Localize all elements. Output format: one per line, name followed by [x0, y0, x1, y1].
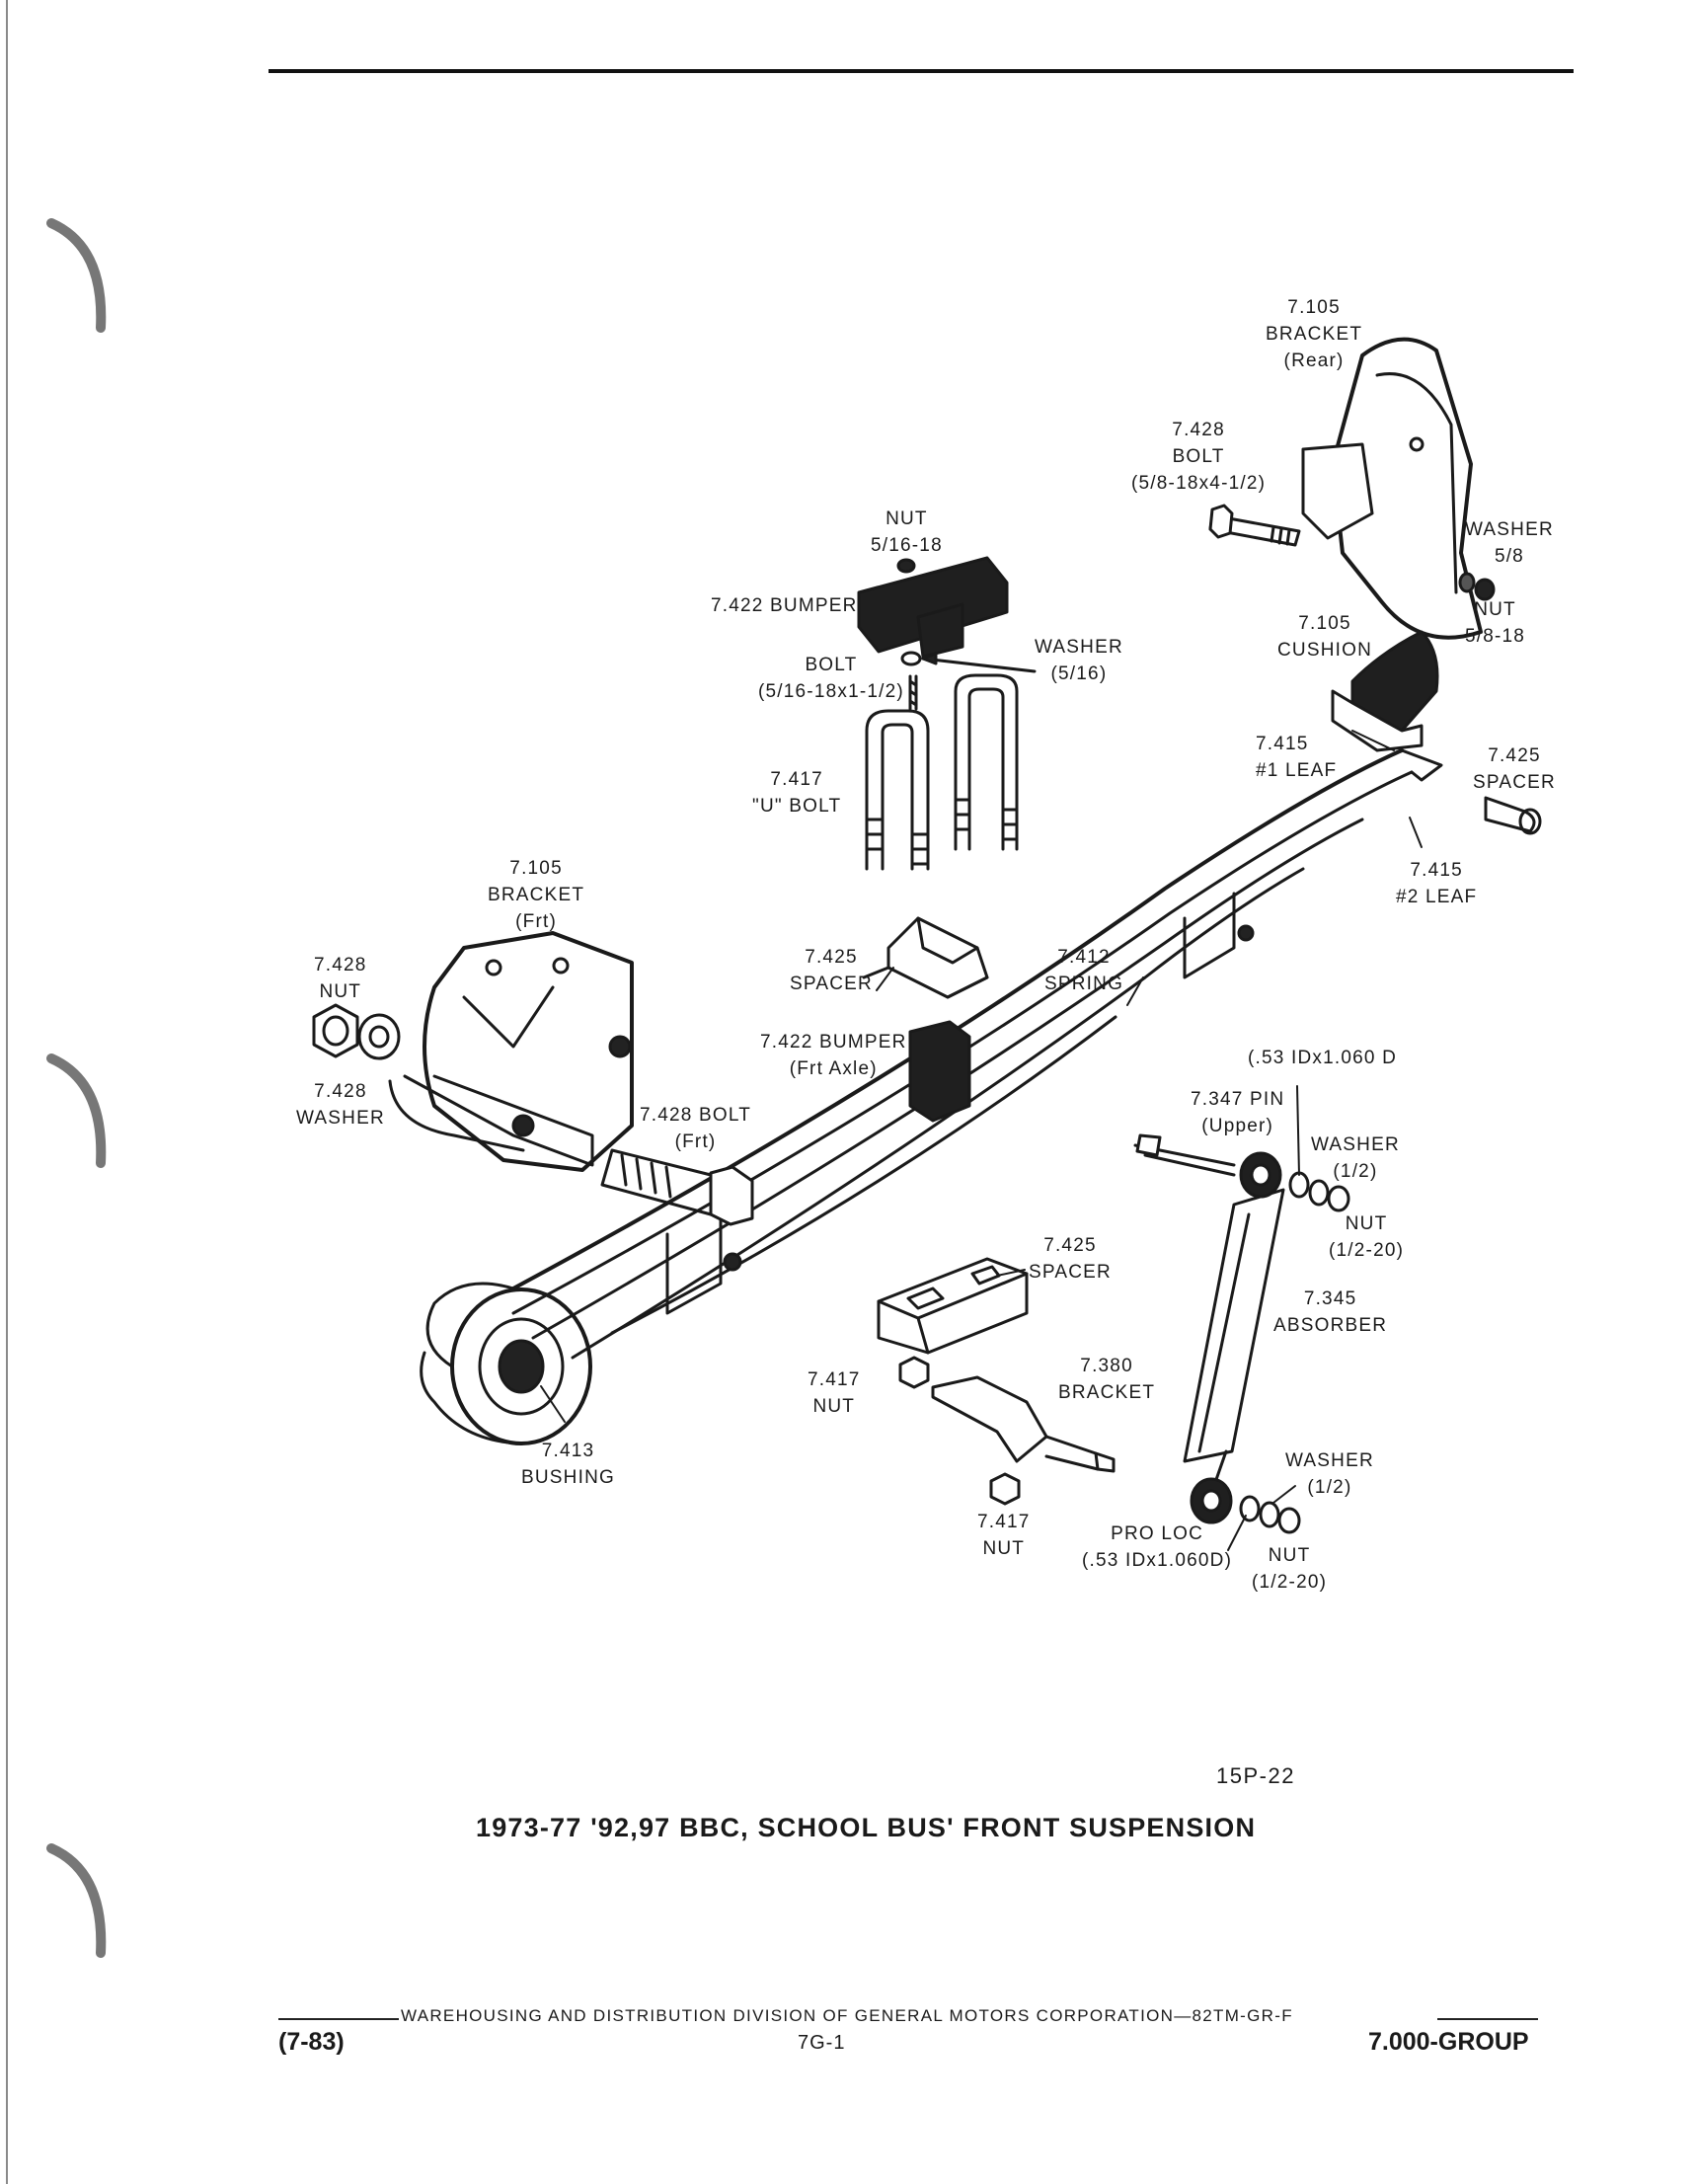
binder-edge [6, 0, 8, 2184]
footer-rule [1437, 2018, 1538, 2020]
front-washer [357, 1013, 401, 1060]
label-washer-1-2-lower: WASHER(1/2) [1285, 1450, 1374, 1498]
rear-washer-nut [1458, 572, 1496, 601]
header-rule [269, 69, 1574, 73]
lower-bracket [931, 1375, 1116, 1473]
label-washer-5-16: WASHER(5/16) [1035, 637, 1123, 684]
label-leaf-1: 7.415#1 LEAF [1256, 734, 1338, 781]
absorber-upper-hardware [1288, 1171, 1350, 1212]
label-pro-loc: PRO LOC(.53 IDx1.060D) [1082, 1523, 1233, 1571]
rear-cushion [1331, 630, 1439, 752]
label-pin-dimension: (.53 IDx1.060 D [1248, 1048, 1398, 1068]
binder-hole [46, 1053, 107, 1168]
shock-absorber [1183, 1151, 1285, 1524]
top-bolt [908, 674, 918, 711]
footer-rule [278, 2018, 399, 2020]
label-bumper-axle: 7.422 BUMPER(Frt Axle) [760, 1032, 907, 1079]
front-bracket [388, 931, 634, 1172]
footer-date-code: (7-83) [278, 2028, 345, 2056]
footer-publisher: WAREHOUSING AND DISTRIBUTION DIVISION OF… [401, 2006, 1293, 2025]
label-nut-1-2-lower: NUT(1/2-20) [1252, 1545, 1328, 1593]
mid-spacer [862, 916, 989, 999]
label-upper-pin: 7.347 PIN(Upper) [1191, 1089, 1285, 1136]
front-bolt [600, 1148, 754, 1226]
lower-nut [898, 1356, 1021, 1506]
rear-spacer [1484, 796, 1542, 835]
top-nut [896, 558, 916, 574]
front-nut [312, 1003, 359, 1058]
binder-hole [46, 218, 107, 333]
upper-pin [1133, 1133, 1236, 1177]
label-washer-1-2-upper: WASHER(1/2) [1311, 1134, 1400, 1182]
label-leaf-2: 7.415#2 LEAF [1396, 860, 1478, 907]
u-bolt [865, 673, 1019, 871]
spring-clip [665, 892, 1255, 1315]
top-washer [900, 651, 1037, 673]
label-bolt-5-16: BOLT(5/16-18x1-1/2) [758, 655, 904, 702]
figure-number: 15P-22 [1216, 1763, 1295, 1788]
lower-spacer [877, 1257, 1029, 1355]
leaf-spring [511, 748, 1443, 1360]
absorber-lower-hardware [1239, 1495, 1301, 1534]
rear-bolt [1208, 504, 1301, 547]
binder-hole [46, 1843, 107, 1958]
footer-group: 7.000-GROUP [1368, 2028, 1529, 2056]
label-bolt-frt: 7.428 BOLT(Frt) [640, 1105, 752, 1152]
label-nut-1-2-upper: NUT(1/2-20) [1329, 1213, 1405, 1261]
label-u-bolt: 7.417"U" BOLT [752, 769, 842, 817]
rear-bracket [1301, 337, 1483, 640]
label-bumper-top: 7.422 BUMPER [711, 595, 858, 616]
top-bumper [857, 556, 1009, 659]
axle-bumper [908, 1020, 971, 1123]
leader-lines [540, 730, 1423, 1551]
footer-page-number: 7G-1 [798, 2032, 846, 2054]
figure-caption: 1973-77 '92,97 BBC, SCHOOL BUS' FRONT SU… [476, 1813, 1257, 1842]
spring-eye-bushing [420, 1282, 592, 1445]
